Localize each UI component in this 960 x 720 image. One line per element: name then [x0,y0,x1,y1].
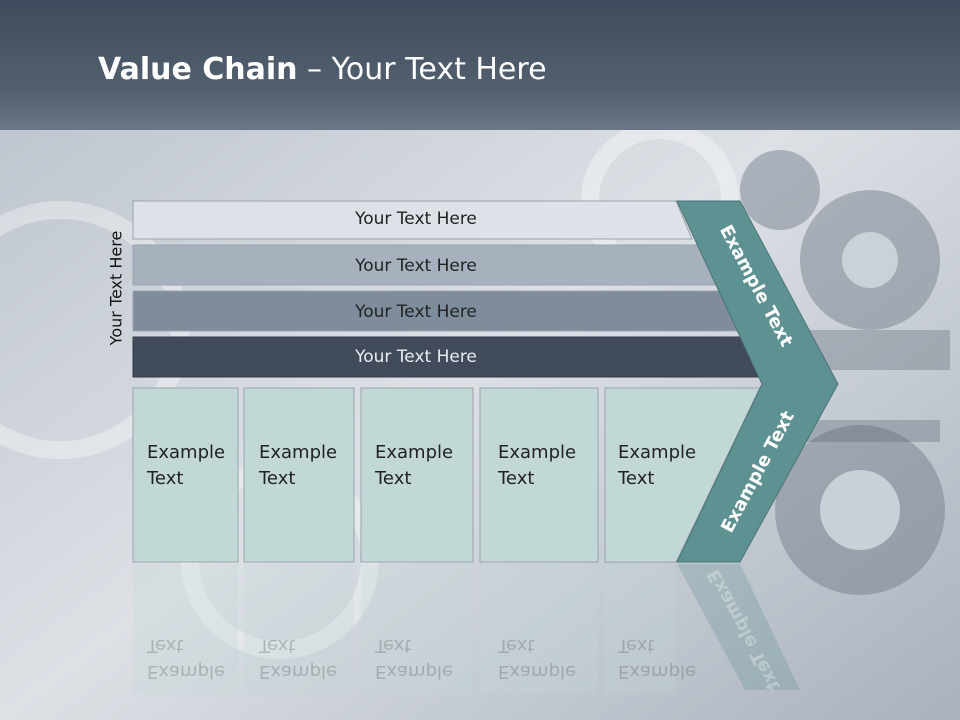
title-rest: – Your Text Here [297,52,547,87]
reflected-line1: Example [375,661,454,682]
cell-4-line2: Text [498,468,535,489]
cell-2-line1: Example [259,442,338,463]
cell-2-line2: Text [259,468,296,489]
reflected-line2: Text [498,635,535,656]
chevron-arrow [676,200,839,563]
cell-5-line2: Text [618,468,655,489]
cell-4-line1: Example [498,442,577,463]
reflected-cell-label-5: Example Text [618,632,696,684]
row-label-2: Your Text Here [355,256,477,276]
slide-title: Value Chain – Your Text Here [98,52,547,87]
reflected-line1: Example [498,661,577,682]
cell-2 [243,387,355,563]
cell-3 [360,387,474,563]
cell-1 [132,387,239,563]
cell-4 [479,387,599,563]
title-bold: Value Chain [98,52,298,87]
reflected-line2: Text [147,635,184,656]
cell-1-line1: Example [147,442,226,463]
row-label-1: Your Text Here [355,209,477,229]
reflected-line1: Example [259,661,338,682]
reflected-line2: Text [618,635,655,656]
cell-5-line1: Example [618,442,697,463]
cell-3-line1: Example [375,442,454,463]
reflected-line1: Example [618,661,697,682]
reflection [133,564,800,694]
reflected-cell-label-3: Example Text [375,632,453,684]
row-label-3: Your Text Here [355,302,477,322]
row-band-1 [132,200,693,240]
reflected-cell-label-2: Example Text [259,632,337,684]
reflected-cell-label-4: Example Text [498,632,576,684]
header-bar [0,0,960,130]
cell-5 [604,387,761,563]
reflected-line2: Text [375,635,412,656]
row-label-4: Your Text Here [355,347,477,367]
cell-3-line2: Text [375,468,412,489]
reflected-line1: Example [147,661,226,682]
reflected-line2: Text [259,635,296,656]
cell-1-line2: Text [147,468,184,489]
reflected-cell-label-1: Example Text [147,632,225,684]
